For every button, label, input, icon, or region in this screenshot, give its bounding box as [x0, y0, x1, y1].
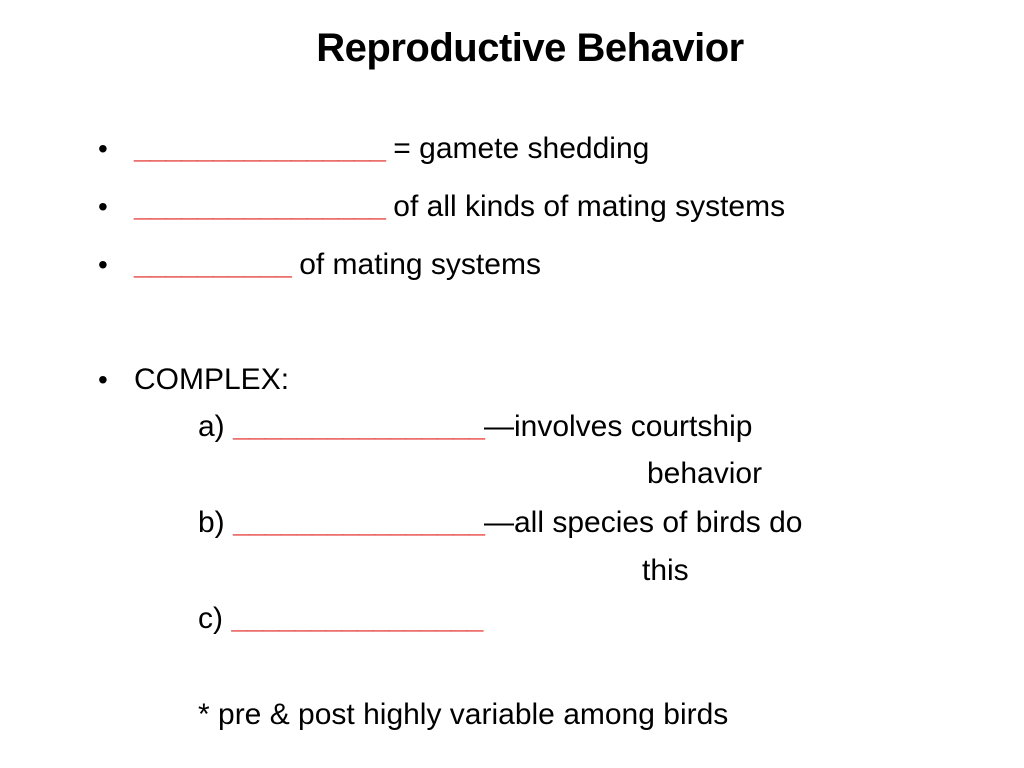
fill-in-blank: __________	[134, 248, 292, 281]
bullet-item: ________________ of all kinds of mating …	[134, 189, 785, 225]
bullet-dot: •	[98, 364, 108, 395]
sub-item-prefix: c)	[198, 602, 232, 635]
slide-title: Reproductive Behavior	[316, 26, 744, 70]
bullet-text: of all kinds of mating systems	[384, 190, 786, 223]
sub-item-c: c) ________________	[198, 601, 483, 637]
sub-item-text: —involves courtship	[483, 410, 753, 443]
sub-item-continuation: behavior	[647, 457, 763, 490]
note-text: * pre & post highly variable among birds	[198, 698, 729, 731]
fill-in-blank: ________________	[134, 190, 386, 223]
sub-item-prefix: a)	[198, 410, 234, 443]
bullet-dot: •	[98, 249, 108, 280]
bullet-dot: •	[98, 191, 108, 222]
fill-in-blank: ________________	[233, 506, 485, 539]
bullet-text: = gamete shedding	[384, 132, 650, 165]
sub-item-continuation: this	[642, 554, 689, 587]
sub-item-a: a) ________________—involves courtship	[198, 409, 752, 445]
bullet-text: of mating systems	[290, 248, 541, 281]
sub-item-text: —all species of birds do	[483, 506, 803, 539]
complex-label: COMPLEX:	[134, 363, 290, 396]
bullet-item: __________ of mating systems	[134, 247, 541, 283]
fill-in-blank: ________________	[231, 602, 483, 635]
bullet-item: ________________ = gamete shedding	[134, 131, 649, 167]
sub-item-prefix: b)	[198, 506, 234, 539]
fill-in-blank: ________________	[134, 132, 386, 165]
bullet-dot: •	[98, 133, 108, 164]
fill-in-blank: ________________	[233, 410, 485, 443]
sub-item-b: b) ________________—all species of birds…	[198, 505, 802, 541]
